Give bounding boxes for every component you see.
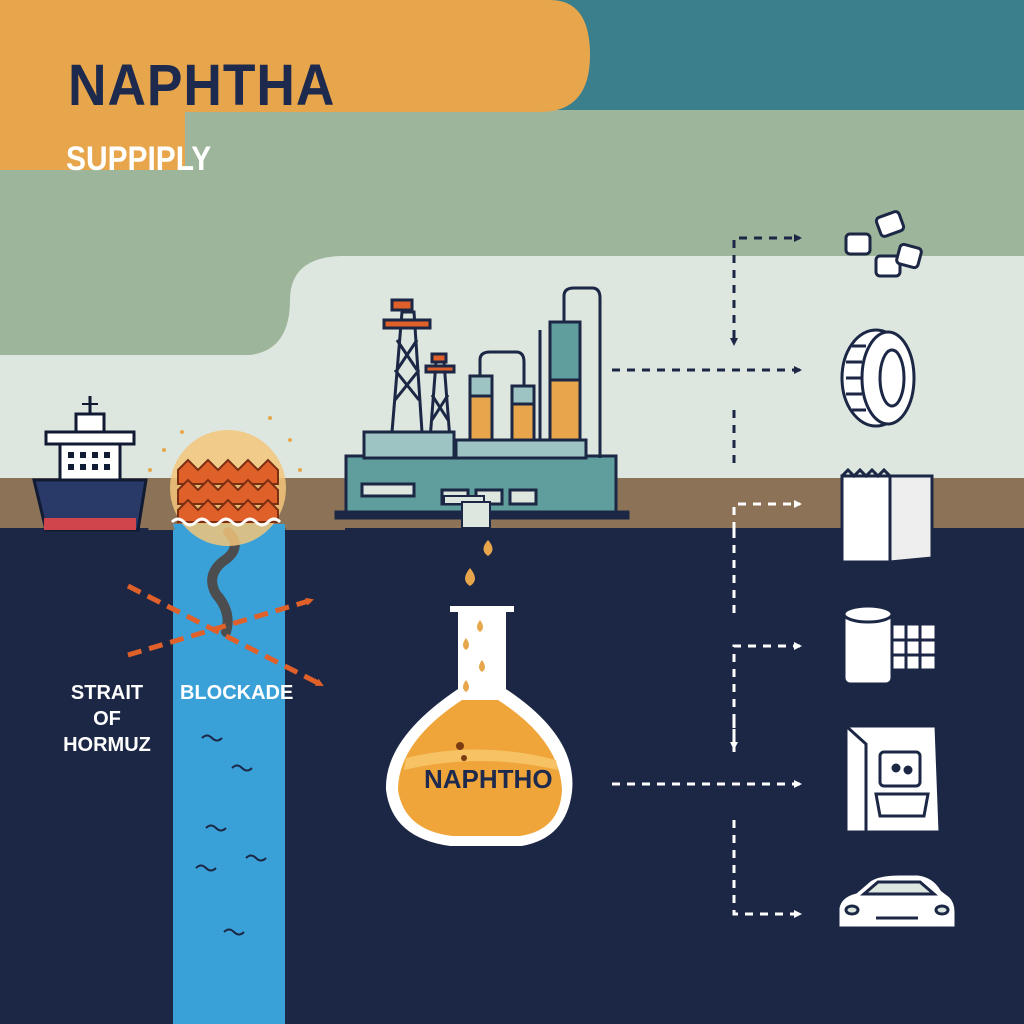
paper-bag-icon	[840, 467, 934, 564]
tire-icon	[840, 328, 916, 428]
orange-header-shape	[0, 0, 590, 170]
car-icon	[836, 872, 958, 944]
page-subtitle: SUPPIPLY	[66, 140, 212, 178]
oil-spill	[207, 527, 240, 637]
mint-band	[0, 256, 1024, 480]
strait-of-hormuz-label: STRAIT OF HORMUZ	[52, 680, 162, 758]
blockade-label: BLOCKADE	[180, 682, 294, 704]
distribution-arrows-upper	[612, 234, 802, 470]
wave-marks	[195, 734, 267, 936]
disrupted-route-arrows	[126, 583, 324, 688]
barricade-icon	[148, 416, 302, 546]
strait-label-line: STRAIT	[70, 682, 144, 704]
textile-roll-icon	[842, 604, 938, 686]
distribution-arrows-lower	[612, 500, 802, 918]
flask-icon	[381, 602, 577, 850]
packaged-goods-icon	[844, 724, 942, 834]
page-title: NAPHTHA	[68, 53, 336, 118]
strait-label-line: OF	[93, 708, 121, 730]
outlet-pipe-icon	[443, 495, 493, 586]
tanker-icon	[32, 396, 148, 532]
strait-water	[173, 524, 285, 1024]
flask-label: NAPHTHO	[424, 764, 553, 794]
plastic-pellets-icon	[844, 210, 923, 278]
strait-label-line: HORMUZ	[63, 734, 151, 756]
